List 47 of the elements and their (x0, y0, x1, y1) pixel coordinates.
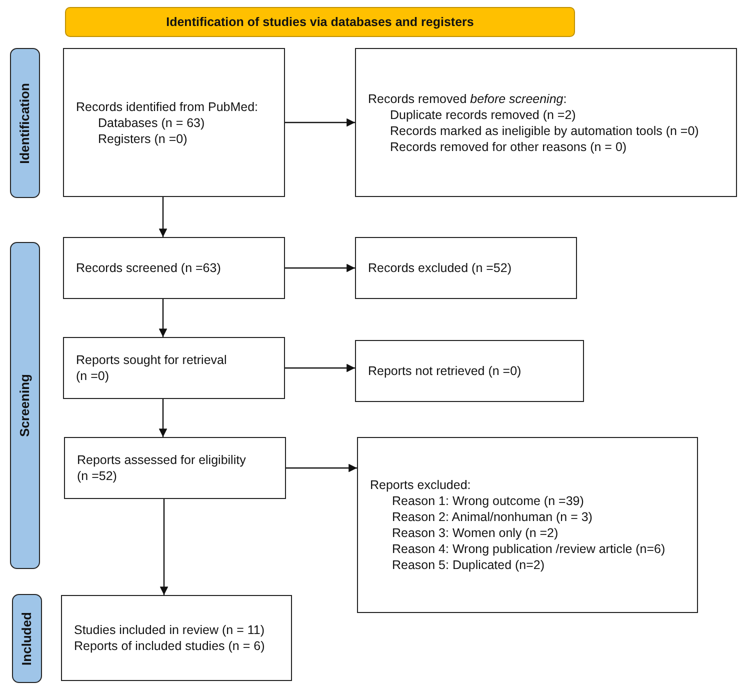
box-text-line: Registers (n =0) (97, 130, 188, 146)
process-box (63, 48, 285, 197)
arrow (158, 197, 168, 237)
box-text: Records identified from PubMed: (76, 98, 260, 114)
arrow (158, 299, 168, 337)
arrow (285, 364, 355, 372)
process-box (355, 48, 737, 197)
title-text: Identification of studies via databases and registers (166, 14, 474, 30)
box-text: Reports sought for retrieval (76, 352, 228, 368)
box-text: Records screened (n =63) (76, 260, 222, 276)
phase-label (12, 594, 42, 683)
box-text: Reports not retrieved (n =0) (368, 363, 522, 379)
box-text-line: Reason 2: Animal/nonhuman (n = 3) (391, 509, 594, 525)
box-text: Reports excluded: (370, 477, 472, 493)
arrow (286, 464, 357, 472)
phase-name: Included (19, 612, 35, 666)
process-box (61, 595, 292, 681)
arrow (160, 499, 168, 595)
process-box (355, 340, 584, 402)
process-box (355, 237, 577, 299)
process-box (63, 237, 285, 299)
arrow (158, 399, 168, 437)
process-box (64, 437, 286, 499)
box-text-line: Databases (n = 63) (97, 114, 206, 130)
box-text-line: Reason 5: Duplicated (n=2) (391, 557, 546, 573)
box-text: Records excluded (n =52) (368, 260, 512, 276)
box-text-line: Reason 4: Wrong publication /review article (n=6) (391, 541, 666, 557)
arrow (285, 264, 355, 272)
box-text-line: Reports of included studies (n = 6) (74, 638, 266, 654)
box-text-line: Records removed for other reasons (n = 0) (389, 138, 628, 154)
phase-name: Identification (17, 82, 33, 164)
phase-label (10, 242, 40, 569)
box-text-line: Reason 3: Women only (n =2) (391, 525, 560, 541)
box-text-line: (n =52) (77, 468, 118, 484)
box-text-line: Duplicate records removed (n =2) (389, 106, 577, 122)
phase-label (10, 48, 40, 198)
title-banner (65, 7, 575, 37)
box-text: Records removed before screening: (368, 90, 568, 106)
box-text: Reports assessed for eligibility (77, 452, 247, 468)
box-text-line: Records marked as ineligible by automation tools (n =0) (389, 122, 700, 138)
arrow (285, 118, 355, 127)
box-text-line: Reason 1: Wrong outcome (n =39) (391, 493, 585, 509)
process-box (357, 437, 698, 613)
phase-name: Screening (17, 374, 33, 437)
box-text: Studies included in review (n = 11) (74, 622, 266, 638)
box-text-line: (n =0) (76, 368, 110, 384)
process-box (63, 337, 285, 399)
